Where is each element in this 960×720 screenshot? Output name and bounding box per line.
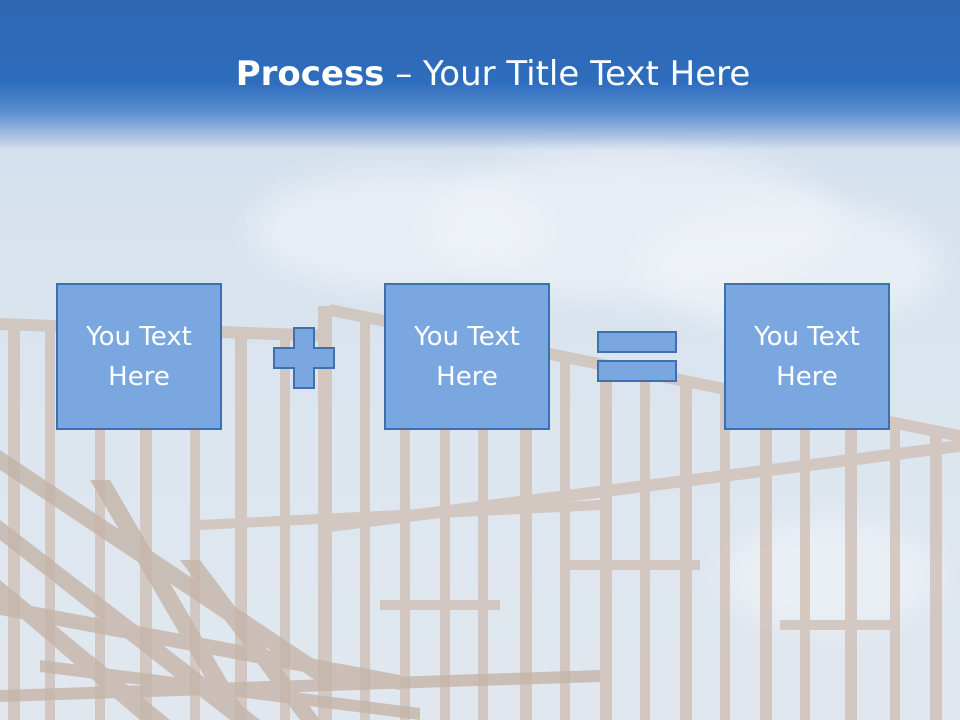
title-bold: Process xyxy=(235,54,385,94)
plus-icon xyxy=(273,327,335,389)
title-rest: – Your Title Text Here xyxy=(384,54,751,94)
cloud xyxy=(720,520,940,630)
process-box-1[interactable]: You Text Here xyxy=(56,283,222,430)
equals-icon xyxy=(597,331,677,382)
header-band xyxy=(0,0,960,150)
process-box-2-text: You Text Here xyxy=(414,321,520,392)
process-box-2[interactable]: You Text Here xyxy=(384,283,550,430)
process-box-1-text: You Text Here xyxy=(86,321,192,392)
slide-title: Process – Your Title Text Here xyxy=(0,52,960,96)
process-box-3-text: You Text Here xyxy=(754,321,860,392)
process-box-3[interactable]: You Text Here xyxy=(724,283,890,430)
